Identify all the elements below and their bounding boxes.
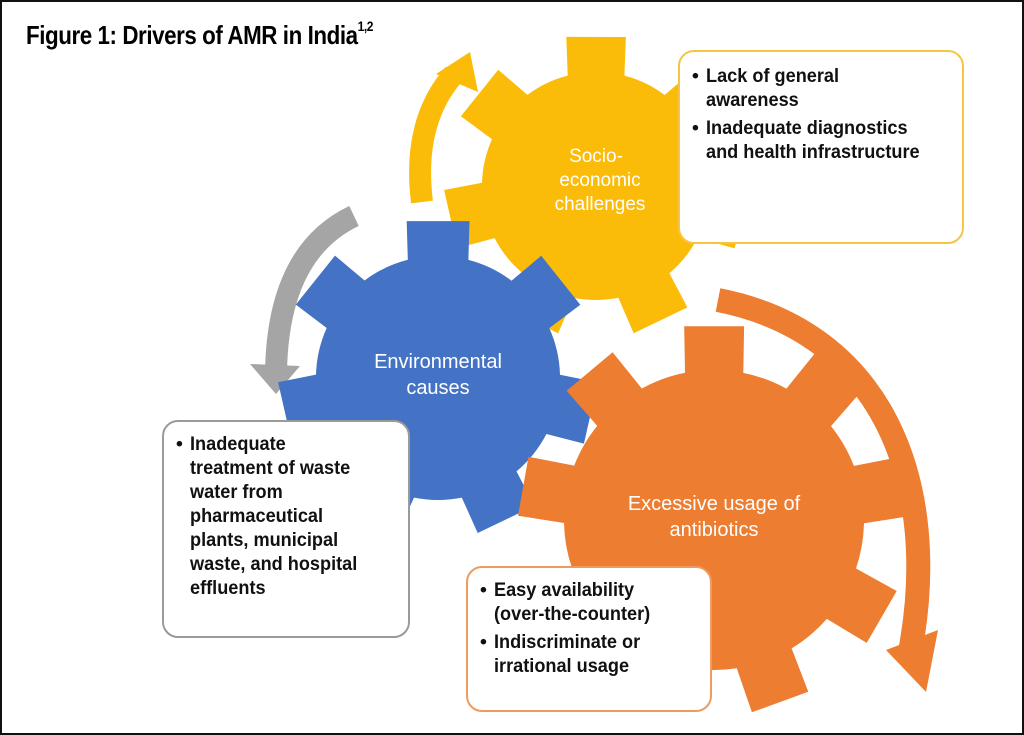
socio-item2-line2: and health infrastructure	[706, 141, 920, 163]
list-item: Inadequate treatment of waste water from…	[174, 432, 400, 600]
list-item: Easy availability (over-the-counter)	[478, 578, 702, 626]
env-line-6: waste, and hospital	[190, 553, 358, 575]
socio-gear-label: Socio- economic challenges	[555, 146, 646, 215]
environmental-gear-label: Environmental causes	[374, 351, 502, 399]
abx-item1-line2: (over-the-counter)	[494, 603, 651, 625]
abx-label-line2: antibiotics	[670, 519, 759, 541]
socio-item1-line1: Lack of general	[706, 65, 840, 87]
socio-economic-gear	[444, 36, 748, 334]
figure-title-text: Figure 1: Drivers of AMR in India	[26, 20, 358, 50]
env-line-7: effluents	[190, 577, 266, 599]
socio-item1-line2: awareness	[706, 89, 799, 111]
socio-label-line1: Socio-	[569, 146, 623, 167]
env-line-3: water from	[190, 481, 283, 503]
env-line-2: treatment of waste	[190, 457, 351, 479]
antibiotic-causes-box: Easy availability (over-the-counter) Ind…	[466, 566, 712, 712]
socio-causes-list: Lack of general awareness Inadequate dia…	[690, 64, 954, 164]
list-item: Inadequate diagnostics and health infras…	[690, 116, 954, 164]
socio-item2-line1: Inadequate diagnostics	[706, 117, 908, 139]
socio-label-line2: economic	[559, 170, 640, 191]
yellow-curved-arrow	[409, 52, 478, 204]
env-line-1: Inadequate	[190, 433, 286, 455]
socio-label-line3: challenges	[555, 194, 646, 215]
gray-curved-arrow	[250, 206, 360, 394]
abx-item2-line1: Indiscriminate or	[494, 631, 641, 653]
orange-curved-arrow	[715, 288, 938, 692]
list-item: Indiscriminate or irrational usage	[478, 630, 702, 678]
env-line-4: pharmaceutical	[190, 505, 324, 527]
abx-item1-line1: Easy availability	[494, 579, 635, 601]
antibiotic-causes-list: Easy availability (over-the-counter) Ind…	[478, 578, 702, 678]
list-item: Lack of general awareness	[690, 64, 954, 112]
environmental-causes-list: Inadequate treatment of waste water from…	[174, 432, 400, 600]
antibiotics-gear-label: Excessive usage of antibiotics	[628, 493, 801, 541]
env-label-line1: Environmental	[374, 351, 502, 373]
environmental-causes-box: Inadequate treatment of waste water from…	[162, 420, 410, 638]
figure-title: Figure 1: Drivers of AMR in India1,2	[26, 18, 374, 51]
abx-item2-line2: irrational usage	[494, 655, 630, 677]
socio-causes-box: Lack of general awareness Inadequate dia…	[678, 50, 964, 244]
env-label-line2: causes	[406, 377, 469, 399]
figure-title-superscript: 1,2	[357, 18, 374, 34]
env-line-5: plants, municipal	[190, 529, 339, 551]
abx-label-line1: Excessive usage of	[628, 493, 801, 515]
